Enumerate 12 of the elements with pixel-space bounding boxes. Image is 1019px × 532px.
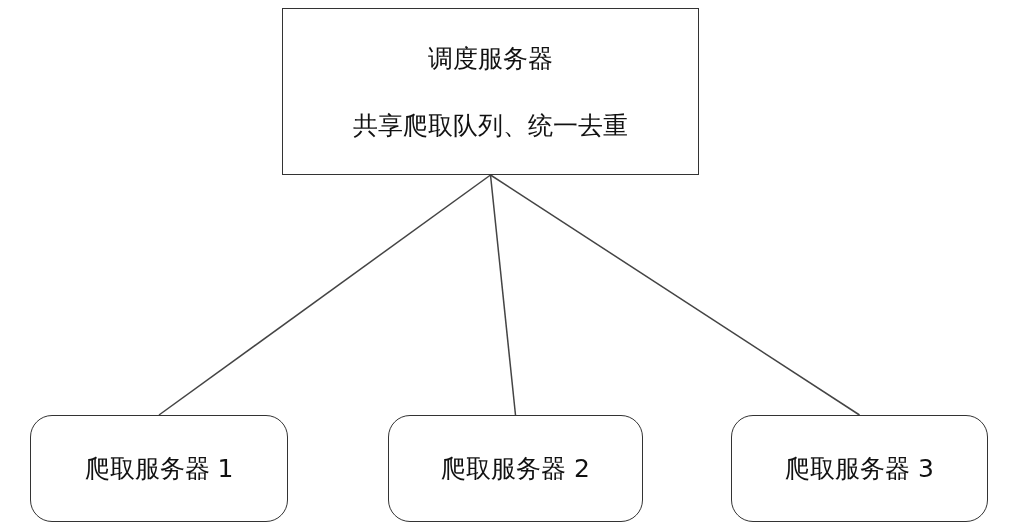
connector-line bbox=[489, 174, 861, 416]
server-box bbox=[388, 415, 643, 522]
scheduler-box bbox=[282, 8, 699, 175]
node-description: 共享爬取队列、统一去重 bbox=[353, 109, 628, 142]
node-title: 调度服务器 bbox=[428, 42, 553, 75]
node-title: 爬取服务器 2 bbox=[441, 453, 590, 485]
connector-line bbox=[158, 174, 492, 416]
server-box bbox=[731, 415, 988, 522]
node-title: 爬取服务器 1 bbox=[84, 453, 234, 485]
connector-line bbox=[489, 174, 517, 416]
node-title: 爬取服务器 3 bbox=[785, 453, 934, 485]
server-box bbox=[30, 415, 288, 522]
